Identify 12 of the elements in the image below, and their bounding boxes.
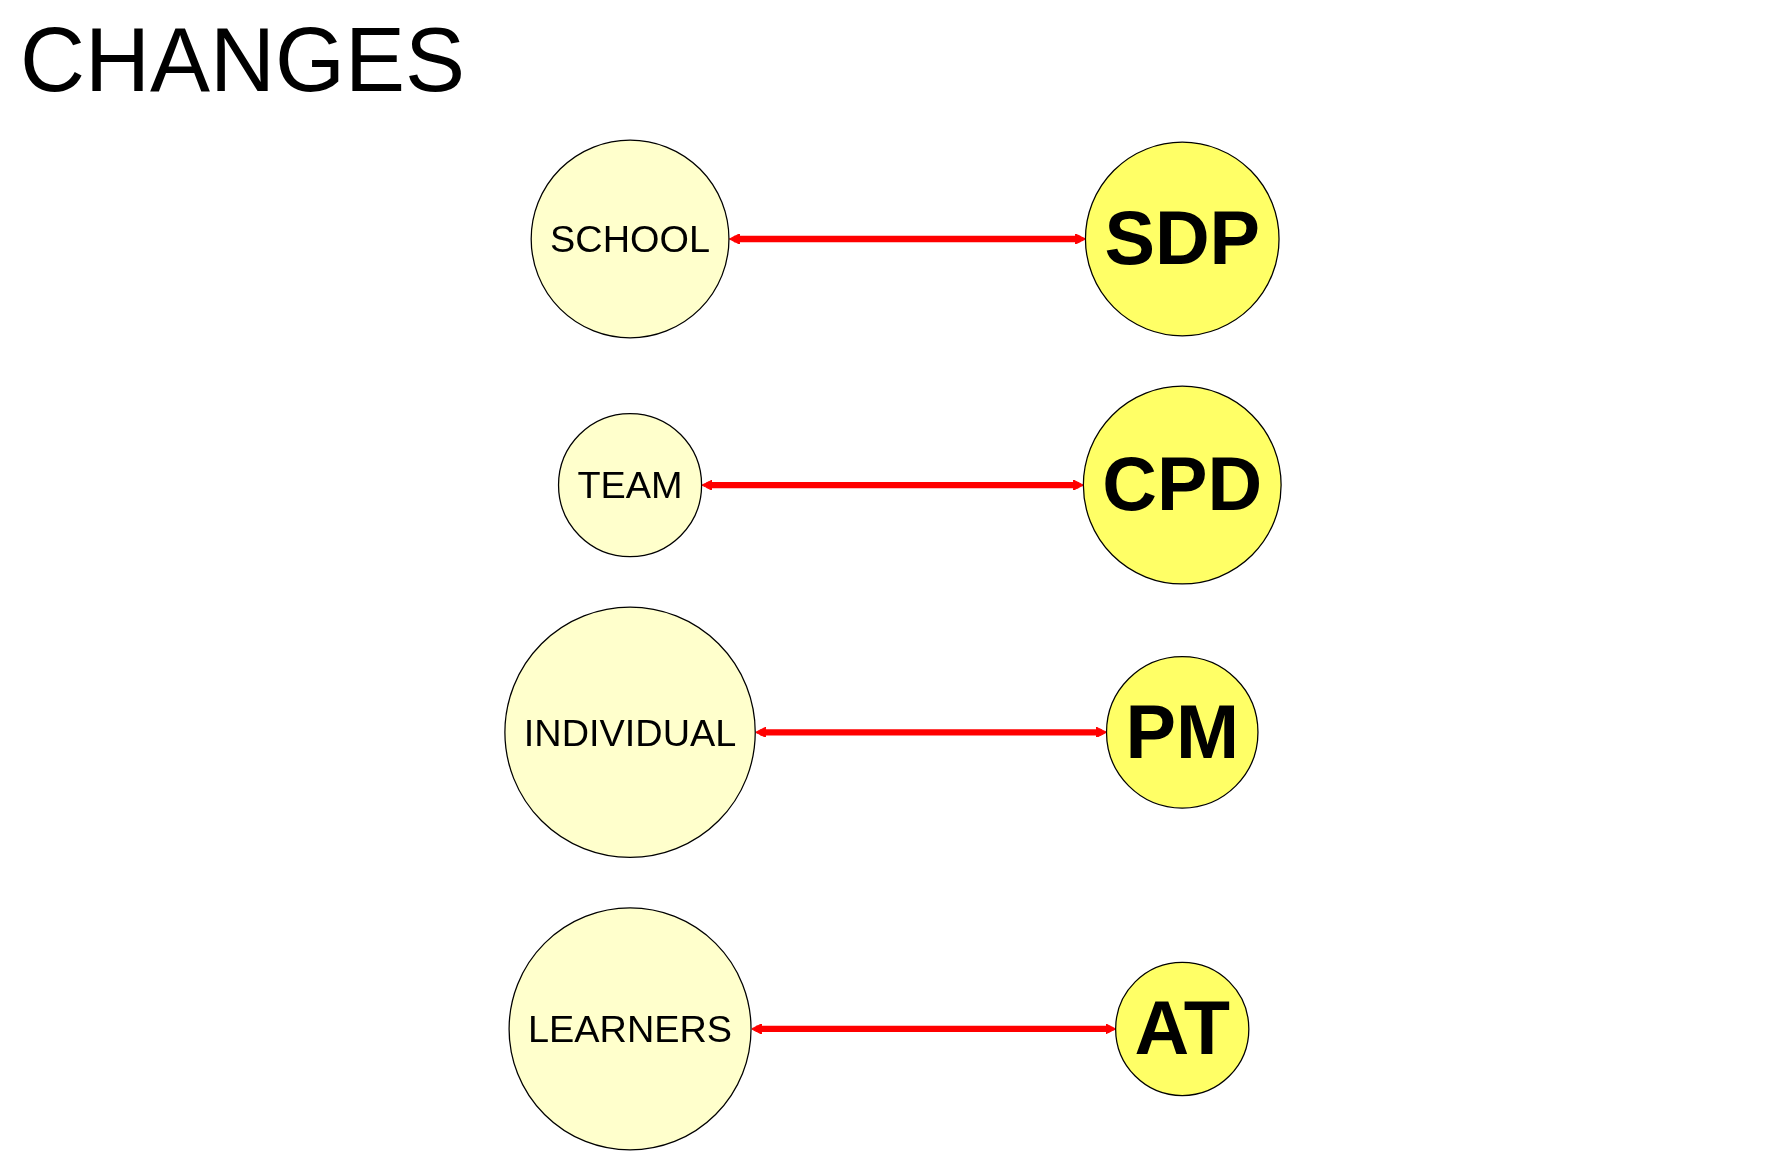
arrow (701, 479, 1084, 491)
arrow (728, 233, 1086, 245)
node-circle: INDIVIDUAL (504, 606, 756, 859)
node-circle: PM (1105, 655, 1259, 809)
node-circle: SCHOOL (530, 139, 730, 339)
node-circle: CPD (1082, 385, 1282, 585)
node-circle: AT (1115, 961, 1250, 1097)
arrow (755, 726, 1107, 738)
node-circle: TEAM (557, 412, 703, 558)
node-circle: LEARNERS (508, 907, 752, 1151)
node-circle: SDP (1084, 141, 1280, 337)
title: CHANGES (20, 10, 466, 110)
